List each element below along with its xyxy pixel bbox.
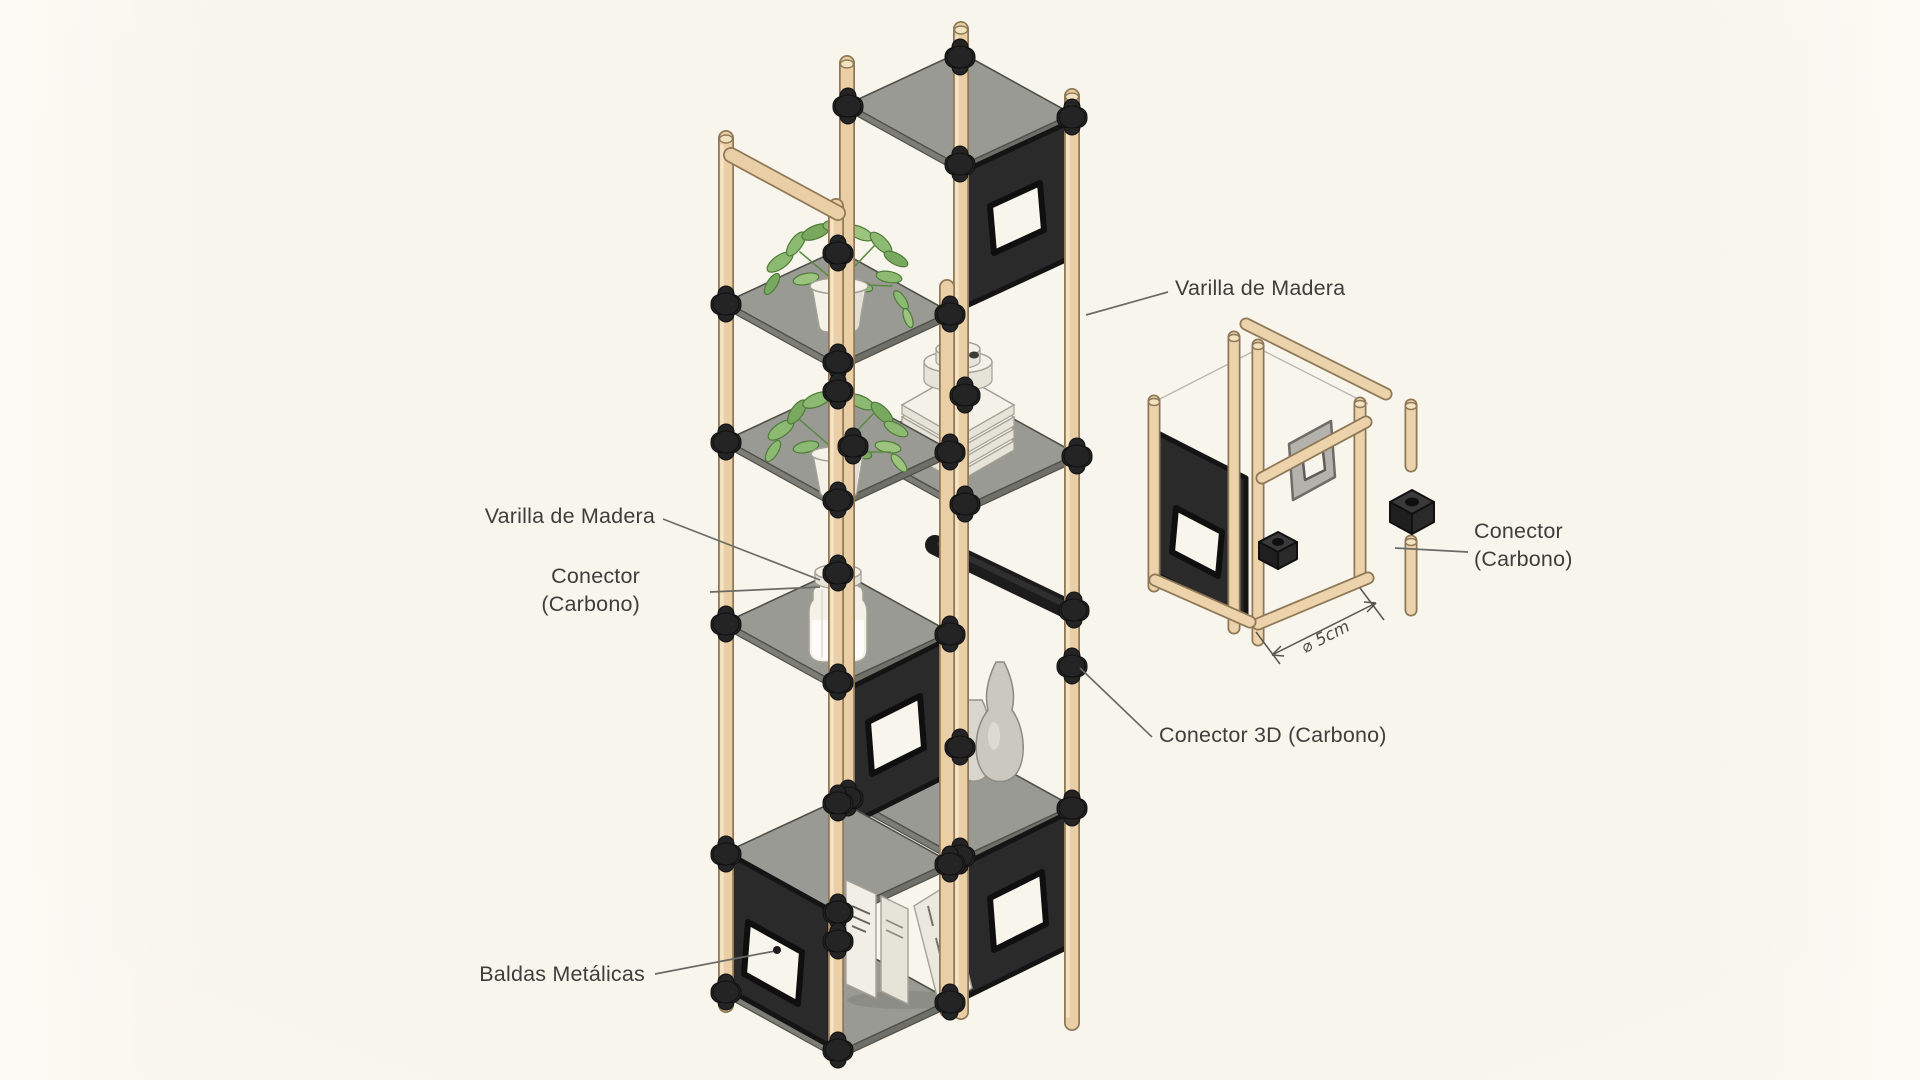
label-conector-carbono-left: Conector (Carbono) xyxy=(340,562,640,618)
label-line: Conector xyxy=(1474,519,1563,543)
dimension-arrow xyxy=(1255,587,1385,665)
label-line: Conector xyxy=(551,564,640,588)
detail-wood-rods xyxy=(1147,317,1418,647)
label-line: (Carbono) xyxy=(1474,547,1573,571)
label-baldas-metalicas: Baldas Metálicas xyxy=(479,962,645,986)
panel-bottom-right xyxy=(961,809,1073,1001)
label-conector-carbono-right: Conector (Carbono) xyxy=(1474,517,1573,573)
detail-connector-cube-large xyxy=(1389,489,1435,535)
label-conector-3d-carbono: Conector 3D (Carbono) xyxy=(1159,723,1387,747)
label-line: (Carbono) xyxy=(541,592,640,616)
label-varilla-madera-left: Varilla de Madera xyxy=(484,504,655,528)
leader-lines xyxy=(654,291,1469,975)
detail-connector-cube-small xyxy=(1258,531,1298,570)
detail-view xyxy=(1147,317,1435,665)
leader-dot xyxy=(773,946,781,954)
label-varilla-madera-top: Varilla de Madera xyxy=(1175,276,1346,300)
detail-panel-metal xyxy=(1149,427,1249,623)
